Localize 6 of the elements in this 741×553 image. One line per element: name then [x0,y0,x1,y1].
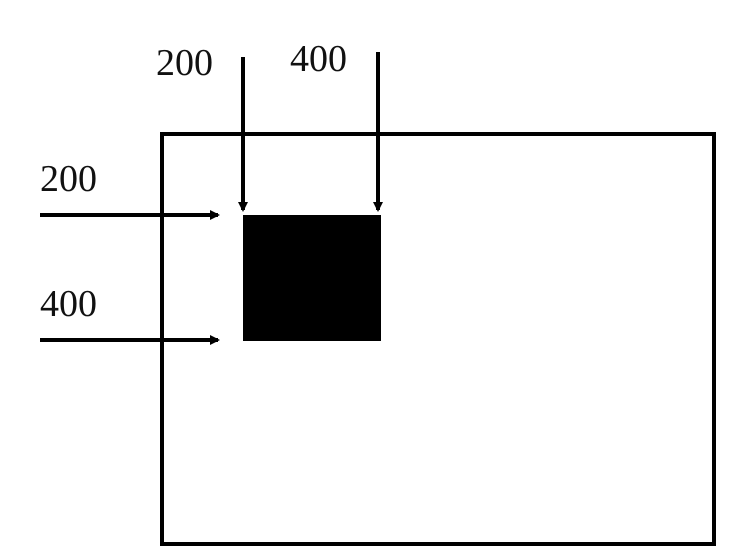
coordinate-label: 200 [40,160,97,198]
frame-rectangle [160,132,716,546]
coordinate-label: 200 [156,44,213,82]
filled-square [243,215,381,341]
coordinate-label: 400 [40,285,97,323]
coordinate-label: 400 [290,40,347,78]
